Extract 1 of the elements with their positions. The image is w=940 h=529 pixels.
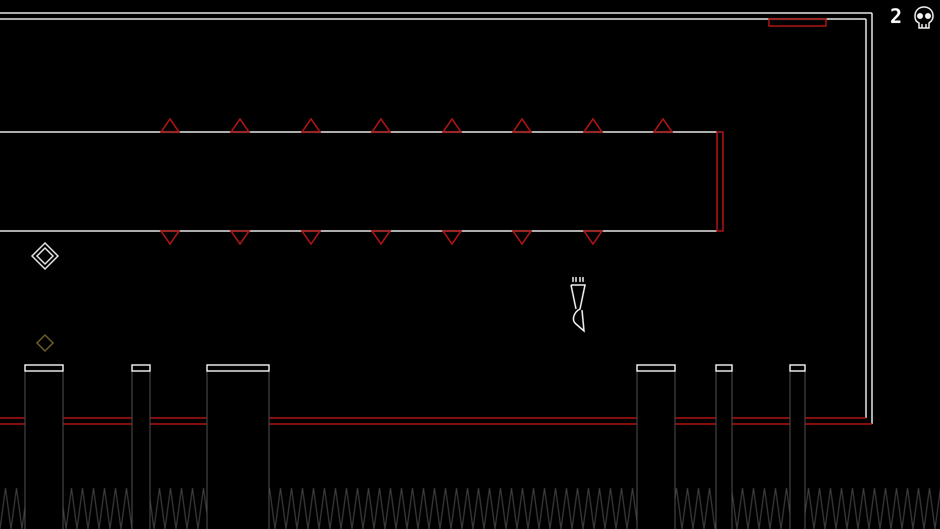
death-counter: 2 bbox=[890, 4, 902, 28]
